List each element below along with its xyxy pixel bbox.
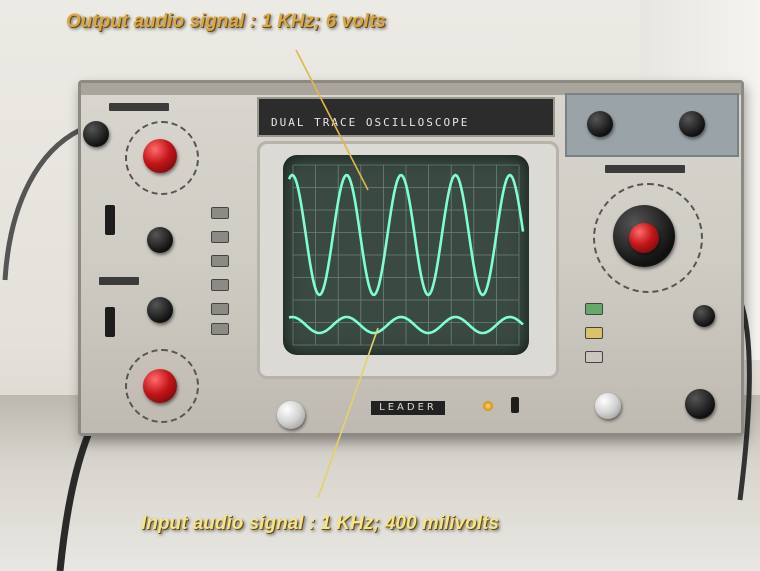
volts-div-knob-ch1[interactable] [143,139,177,173]
volts-div-knob-ch2[interactable] [143,369,177,403]
time-div-scale [593,183,703,293]
graticule-and-traces [287,164,525,346]
position-knob-ch1[interactable] [147,227,173,253]
brand-plate: LEADER [371,401,445,415]
ac-gnd-dc-switch-ch2[interactable] [105,307,115,337]
mode-button-6[interactable] [211,323,229,335]
mode-button-2[interactable] [211,231,229,243]
ch2-label-plate [99,277,139,285]
input-trace [288,315,524,335]
trigger-source-knob[interactable] [685,389,715,419]
ch1-label-plate [109,103,169,111]
volts-div-scale-ch2 [125,349,199,423]
trigger-button-yellow[interactable] [585,327,603,339]
trigger-button-grey[interactable] [585,351,603,363]
trigger-level-knob[interactable] [595,393,621,419]
time-div-variable-knob[interactable] [629,223,659,253]
horizontal-controls [565,93,739,423]
input-pointer-line [317,327,379,499]
mode-button-1[interactable] [211,207,229,219]
top-vent [81,83,741,95]
oscilloscope-body: DUAL TRACE OSCILLOSCOPE [78,80,744,436]
horizontal-position-knob[interactable] [693,305,715,327]
ac-gnd-dc-switch-ch1[interactable] [105,205,115,235]
bnc-connector-icon[interactable] [83,121,109,147]
device-title: DUAL TRACE OSCILLOSCOPE [271,116,470,129]
model-plate: DUAL TRACE OSCILLOSCOPE [257,97,555,137]
trace-rotation-knob[interactable] [277,401,305,429]
output-pointer-line [295,49,369,191]
mode-button-3[interactable] [211,255,229,267]
intensity-knob[interactable] [587,111,613,137]
power-switch[interactable] [511,397,519,413]
vertical-controls [83,97,247,423]
output-signal-label: Output audio signal : 1 KHz; 6 volts [66,11,386,32]
output-trace [287,173,525,297]
time-div-label-plate [605,165,685,173]
position-knob-ch2[interactable] [147,297,173,323]
volts-div-scale-ch1 [125,121,199,195]
mode-button-5[interactable] [211,303,229,315]
mode-button-4[interactable] [211,279,229,291]
crt-screen [283,155,529,355]
trigger-button-green[interactable] [585,303,603,315]
power-lamp-icon [483,401,493,411]
focus-knob[interactable] [679,111,705,137]
input-signal-label: Input audio signal : 1 KHz; 400 milivolt… [141,513,499,534]
